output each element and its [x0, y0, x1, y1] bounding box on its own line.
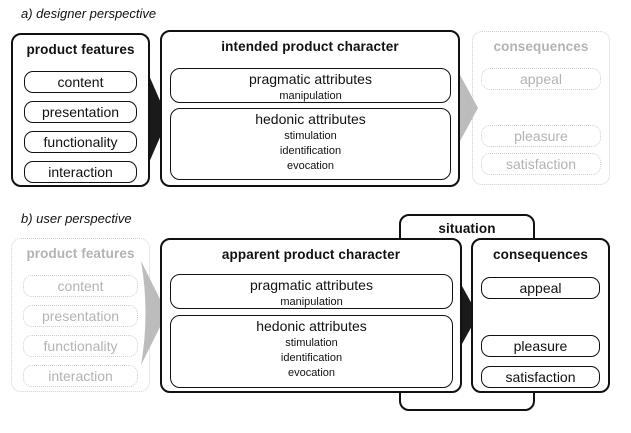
situation-title: situation	[438, 221, 496, 236]
feature-pill-presentation: presentation	[24, 101, 137, 123]
flow-arrow-icon	[141, 261, 167, 365]
consequence-pill-appeal: appeal	[481, 277, 600, 299]
apparent-product-character-box: apparent product character pragmatic att…	[160, 238, 462, 393]
user-product-features-box: product features content presentation fu…	[11, 238, 150, 392]
hedonic-sub-evocation: evocation	[286, 160, 335, 172]
panel-a-label: a) designer perspective	[21, 6, 157, 21]
hedonic-sub-identification: identification	[280, 352, 343, 364]
intended-product-character-box: intended product character pragmatic att…	[160, 30, 460, 187]
consequence-pill-pleasure: pleasure	[481, 125, 601, 147]
hedonic-sub-identification: identification	[279, 145, 342, 157]
hedonic-sub-stimulation: stimulation	[284, 130, 337, 142]
apparent-character-title: apparent product character	[221, 247, 401, 262]
feature-pill-presentation: presentation	[23, 305, 138, 327]
pragmatic-sub-manipulation: manipulation	[279, 90, 342, 102]
pragmatic-attributes-box: pragmatic attributes manipulation	[170, 274, 453, 309]
hedonic-sub-stimulation: stimulation	[285, 337, 338, 349]
consequence-pill-appeal: appeal	[481, 68, 601, 90]
hedonic-sub-evocation: evocation	[287, 367, 336, 379]
pragmatic-attributes-box: pragmatic attributes manipulation	[170, 68, 451, 103]
pragmatic-attributes-title: pragmatic attributes	[250, 277, 373, 293]
hedonic-attributes-title: hedonic attributes	[256, 318, 367, 334]
intended-character-title: intended product character	[221, 39, 399, 54]
pragmatic-attributes-title: pragmatic attributes	[249, 71, 372, 87]
consequence-pill-pleasure: pleasure	[481, 335, 600, 357]
hedonic-attributes-box: hedonic attributes stimulation identific…	[170, 108, 451, 180]
designer-product-features-box: product features content presentation fu…	[11, 33, 150, 187]
designer-consequences-box: consequences appeal pleasure satisfactio…	[472, 31, 610, 185]
product-features-title: product features	[26, 42, 135, 57]
consequences-title: consequences	[493, 247, 588, 262]
product-features-title: product features	[26, 246, 135, 261]
user-consequences-box: consequences appeal pleasure satisfactio…	[471, 238, 610, 393]
hedonic-attributes-title: hedonic attributes	[255, 111, 366, 127]
consequence-pill-satisfaction: satisfaction	[481, 153, 601, 175]
feature-pill-content: content	[23, 275, 138, 297]
pragmatic-sub-manipulation: manipulation	[280, 296, 343, 308]
feature-pill-content: content	[24, 71, 137, 93]
feature-pill-interaction: interaction	[23, 365, 138, 387]
consequences-title: consequences	[493, 39, 589, 54]
panel-b-label: b) user perspective	[21, 211, 132, 226]
consequence-pill-satisfaction: satisfaction	[481, 366, 600, 388]
feature-pill-functionality: functionality	[24, 131, 137, 153]
feature-pill-functionality: functionality	[23, 335, 138, 357]
hedonic-attributes-box: hedonic attributes stimulation identific…	[170, 315, 453, 388]
feature-pill-interaction: interaction	[24, 161, 137, 183]
